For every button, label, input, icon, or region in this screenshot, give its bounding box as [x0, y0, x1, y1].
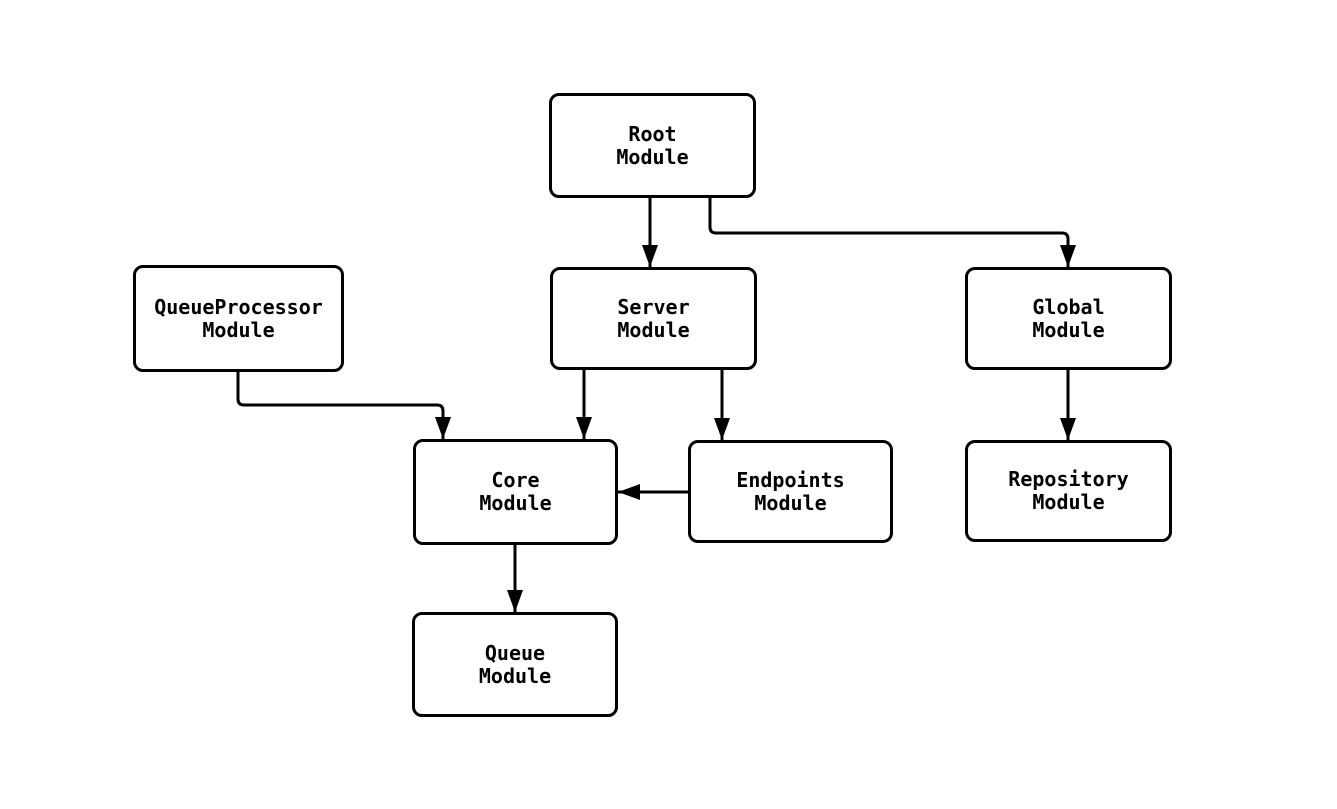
node-repository-module: Repository Module — [965, 440, 1172, 542]
edge-queueprocessor-to-core-arrow — [236, 372, 451, 439]
node-server-module: Server Module — [550, 267, 757, 370]
node-core-module: Core Module — [413, 439, 618, 545]
edge-root-to-global-arrow — [708, 198, 1076, 267]
node-queue-module: Queue Module — [412, 612, 618, 717]
node-global-module: Global Module — [965, 267, 1172, 370]
node-endpoints-module: Endpoints Module — [688, 440, 893, 543]
node-queueprocessor-module: QueueProcessor Module — [133, 265, 344, 372]
node-root-module: Root Module — [549, 93, 756, 198]
